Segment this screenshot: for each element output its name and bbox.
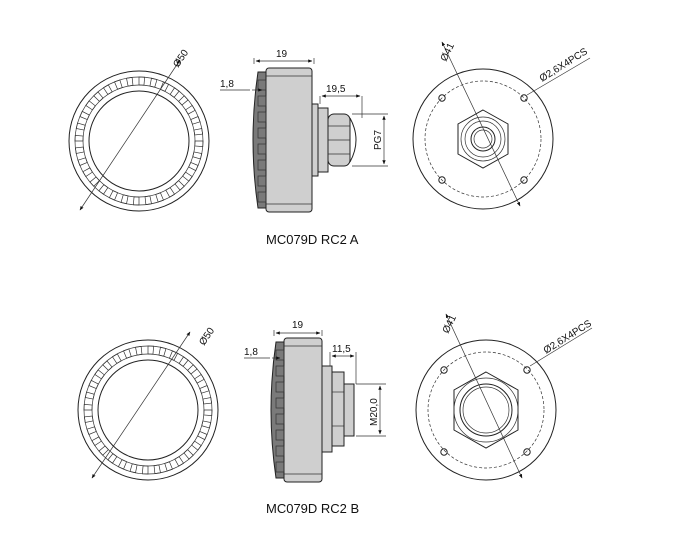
grip-rib (82, 167, 93, 178)
grip-rib (169, 87, 180, 98)
grip-rib (185, 104, 196, 115)
thread-label-b: M20,0 (369, 398, 380, 426)
grip-rib (114, 79, 123, 90)
thread-label-a: PG7 (373, 130, 384, 150)
width-label-a: 19 (276, 49, 288, 60)
width-label-b: 19 (292, 320, 304, 331)
gland-length-label-b: 11,5 (332, 344, 351, 355)
holes-label-a: Ø2,6X4PCS (538, 46, 590, 84)
flange-label-b: 1,8 (244, 347, 258, 358)
side-rib (275, 381, 285, 393)
grip-rib (74, 134, 84, 142)
grip-rib (190, 116, 201, 125)
inner-diameter-label-a: Ø41 (439, 41, 457, 63)
side-rib (275, 413, 285, 425)
grip-rib (153, 464, 161, 475)
grip-rib (77, 157, 88, 166)
front-view-a: Ø50 (68, 47, 210, 212)
grip-rib (165, 187, 176, 198)
grip-rib (89, 176, 100, 187)
side-rib (275, 349, 285, 361)
grip-rib (194, 373, 205, 384)
grip-rib (174, 180, 185, 191)
grip-rib (86, 426, 97, 435)
grip-rib (94, 369, 105, 380)
grip-rib (147, 345, 155, 355)
side-rib (257, 175, 267, 187)
grip-rib (83, 415, 94, 423)
grip-rib (84, 391, 95, 400)
grip-rib (138, 76, 146, 86)
grip-rib (164, 461, 173, 472)
flange-label-a: 1,8 (220, 79, 234, 90)
side-rib (257, 191, 267, 203)
grip-rib (194, 140, 204, 148)
side-rib (275, 429, 285, 441)
caption-a: MC079D RC2 A (266, 232, 359, 247)
side-rib (275, 461, 285, 473)
grip-rib (129, 463, 138, 474)
side-rib (257, 143, 267, 155)
grip-rib (74, 146, 85, 154)
back-view-a: Ø41 Ø2,6X4PCS (412, 41, 591, 210)
grip-rib (98, 445, 109, 456)
grip-rib (144, 195, 152, 206)
grip-rib (149, 77, 158, 88)
outer-diameter-label-b: Ø50 (197, 325, 217, 347)
grip-rib (203, 409, 213, 417)
grip-rib (85, 100, 96, 111)
grip-rib (83, 403, 93, 411)
grip-rib (102, 84, 113, 95)
side-view-b: 19 1,8 11,5 M20,0 (244, 320, 386, 483)
gland-length-label-a: 19,5 (326, 84, 346, 95)
grip-rib (107, 453, 118, 464)
side-rib (257, 95, 267, 107)
inner-diameter-label-b: Ø41 (441, 313, 459, 335)
caption-b: MC079D RC2 B (266, 501, 359, 516)
grip-rib (197, 430, 208, 441)
grip-rib (187, 364, 198, 375)
grip-rib (155, 192, 164, 203)
grip-rib (123, 348, 132, 359)
side-rib (275, 365, 285, 377)
grip-rib (183, 449, 194, 460)
front-view-b: Ø50 (77, 325, 219, 481)
grip-rib (158, 346, 167, 357)
side-rib (257, 127, 267, 139)
grip-rib (191, 440, 202, 451)
side-rib (257, 159, 267, 171)
grip-rib (93, 91, 104, 102)
side-view-a: 19 1,8 19,5 PG7 (220, 49, 388, 213)
grip-rib (199, 385, 210, 394)
grip-rib (174, 456, 185, 467)
side-rib (275, 397, 285, 409)
grip-rib (102, 360, 113, 371)
grip-rib (132, 196, 140, 206)
grip-rib (111, 353, 122, 364)
side-rib (275, 445, 285, 457)
grip-rib (193, 128, 204, 136)
holes-label-b: Ø2,6X4PCS (542, 318, 594, 356)
grip-rib (182, 171, 193, 182)
grip-rib (75, 122, 86, 131)
grip-rib (91, 436, 102, 447)
grip-rib (141, 465, 149, 475)
grip-rib (188, 161, 199, 172)
grip-rib (202, 397, 213, 405)
grip-rib (201, 420, 212, 429)
grip-rib (192, 151, 203, 160)
grip-rib (135, 345, 143, 356)
grip-rib (98, 184, 109, 195)
outer-diameter-label-a: Ø50 (171, 47, 191, 69)
side-rib (257, 111, 267, 123)
back-view-b: Ø41 Ø2,6X4PCS (415, 313, 594, 481)
grip-rib (178, 95, 189, 106)
grip-rib (126, 76, 134, 87)
grip-rib (178, 356, 189, 367)
grip-rib (120, 194, 129, 205)
